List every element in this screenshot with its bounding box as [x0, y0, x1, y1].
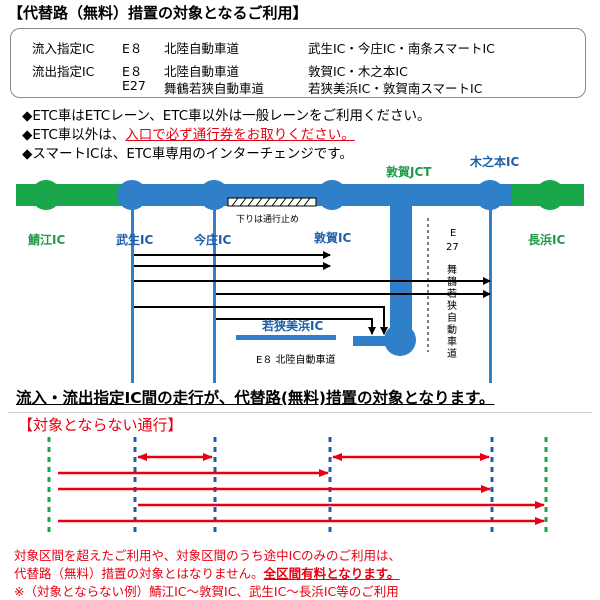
page-title: 【代替路（無料）措置の対象となるご利用】 [8, 4, 308, 22]
tsuruga-jct-label: 敦賀JCT [386, 164, 432, 179]
e27-name-label: 舞鶴若狭自動車道 [445, 264, 457, 360]
footer-line2: 代替路（無料）措置の対象とはなりません。全区間有料となります。 [14, 563, 400, 582]
inflow-road: 北陸自動車道 [164, 41, 240, 56]
e27-number-label: 27 [446, 242, 459, 253]
footer-example: ※（対象とならない例）鯖江IC～敦賀IC、武生IC～長浜IC等のご利用 [14, 584, 399, 599]
outflow-road-e8: 北陸自動車道 [164, 64, 240, 79]
arrow-imajo-wakasa [216, 318, 376, 335]
takefu-connector [131, 205, 134, 383]
takefu-ic-node [117, 180, 147, 210]
wakasa-mihama-bar [236, 335, 336, 340]
imajo-connector [213, 205, 216, 383]
designated-ic-box [10, 28, 586, 98]
not-covered-diagram [47, 437, 548, 535]
tsuruga-ic-node [317, 180, 347, 210]
note-smart-ic: ◆スマートICは、ETC車専用のインターチェンジです。 [22, 146, 353, 162]
nagahama-ic-node [535, 180, 565, 210]
footer-line2-bold: 全区間有料となります。 [263, 566, 400, 581]
tsuruga-ic-label: 敦賀IC [314, 230, 351, 245]
outflow-route-e27: E27 [122, 78, 146, 93]
outflow-ics-e8: 敦賀IC・木之本IC [308, 64, 408, 79]
takefu-ic-label: 武生IC [116, 232, 153, 247]
e27-road [390, 195, 412, 345]
note-ticket-warning: 入口で必ず通行券をお取りください。 [125, 127, 355, 143]
note-ticket: ◆ETC車以外は、入口で必ず通行券をお取りください。 [22, 123, 355, 143]
kinomoto-ic-node [475, 180, 505, 210]
not-covered-title: 【対象とならない通行】 [18, 416, 183, 434]
route-arrows [134, 251, 491, 335]
imajo-ic-label: 今庄IC [193, 232, 231, 247]
sabae-ic-label: 鯖江IC [27, 232, 65, 247]
inflow-label: 流入指定IC [32, 41, 95, 56]
outflow-route-e8: E８ [122, 64, 143, 79]
wakasa-mihama-ic-label: 若狭美浜IC [261, 318, 323, 333]
outflow-label: 流出指定IC [32, 64, 95, 79]
arrow-takefu-wakasa [134, 306, 388, 335]
tsuruga-south-node [384, 324, 416, 356]
route-diagram: 敦賀JCT 木之本IC 鯖江IC 武生IC 今庄IC 敦賀IC 長浜IC 若狭美… [16, 154, 584, 383]
nagahama-ic-label: 長浜IC [528, 232, 565, 247]
divider [8, 412, 592, 413]
sabae-ic-node [31, 180, 61, 210]
e8-caption: E８ 北陸自動車道 [256, 353, 336, 366]
kinomoto-ic-label: 木之本IC [469, 154, 519, 169]
inflow-ics: 武生IC・今庄IC・南条スマートIC [308, 41, 495, 56]
closed-section-hatch [231, 197, 311, 207]
note-etc-lane: ◆ETC車はETCレーン、ETC車以外は一般レーンをご利用ください。 [22, 108, 431, 124]
footer-line2-prefix: 代替路（無料）措置の対象とはなりません。 [14, 566, 264, 581]
note-ticket-prefix: ◆ETC車以外は、 [22, 127, 126, 143]
wakasa-branch-road [353, 336, 403, 346]
imajo-ic-node [199, 180, 229, 210]
e27-route-label: E [450, 228, 456, 239]
closure-label: 下りは通行止め [236, 213, 299, 225]
headline: 流入・流出指定IC間の走行が、代替路(無料)措置の対象となります。 [16, 389, 495, 407]
outflow-road-e27: 舞鶴若狭自動車道 [164, 81, 265, 96]
inflow-route: E８ [122, 41, 143, 56]
outflow-ics-e27: 若狭美浜IC・敦賀南スマートIC [308, 81, 483, 96]
footer-line1: 対象区間を超えたご利用や、対象区間のうち途中ICのみのご利用は、 [14, 548, 402, 563]
